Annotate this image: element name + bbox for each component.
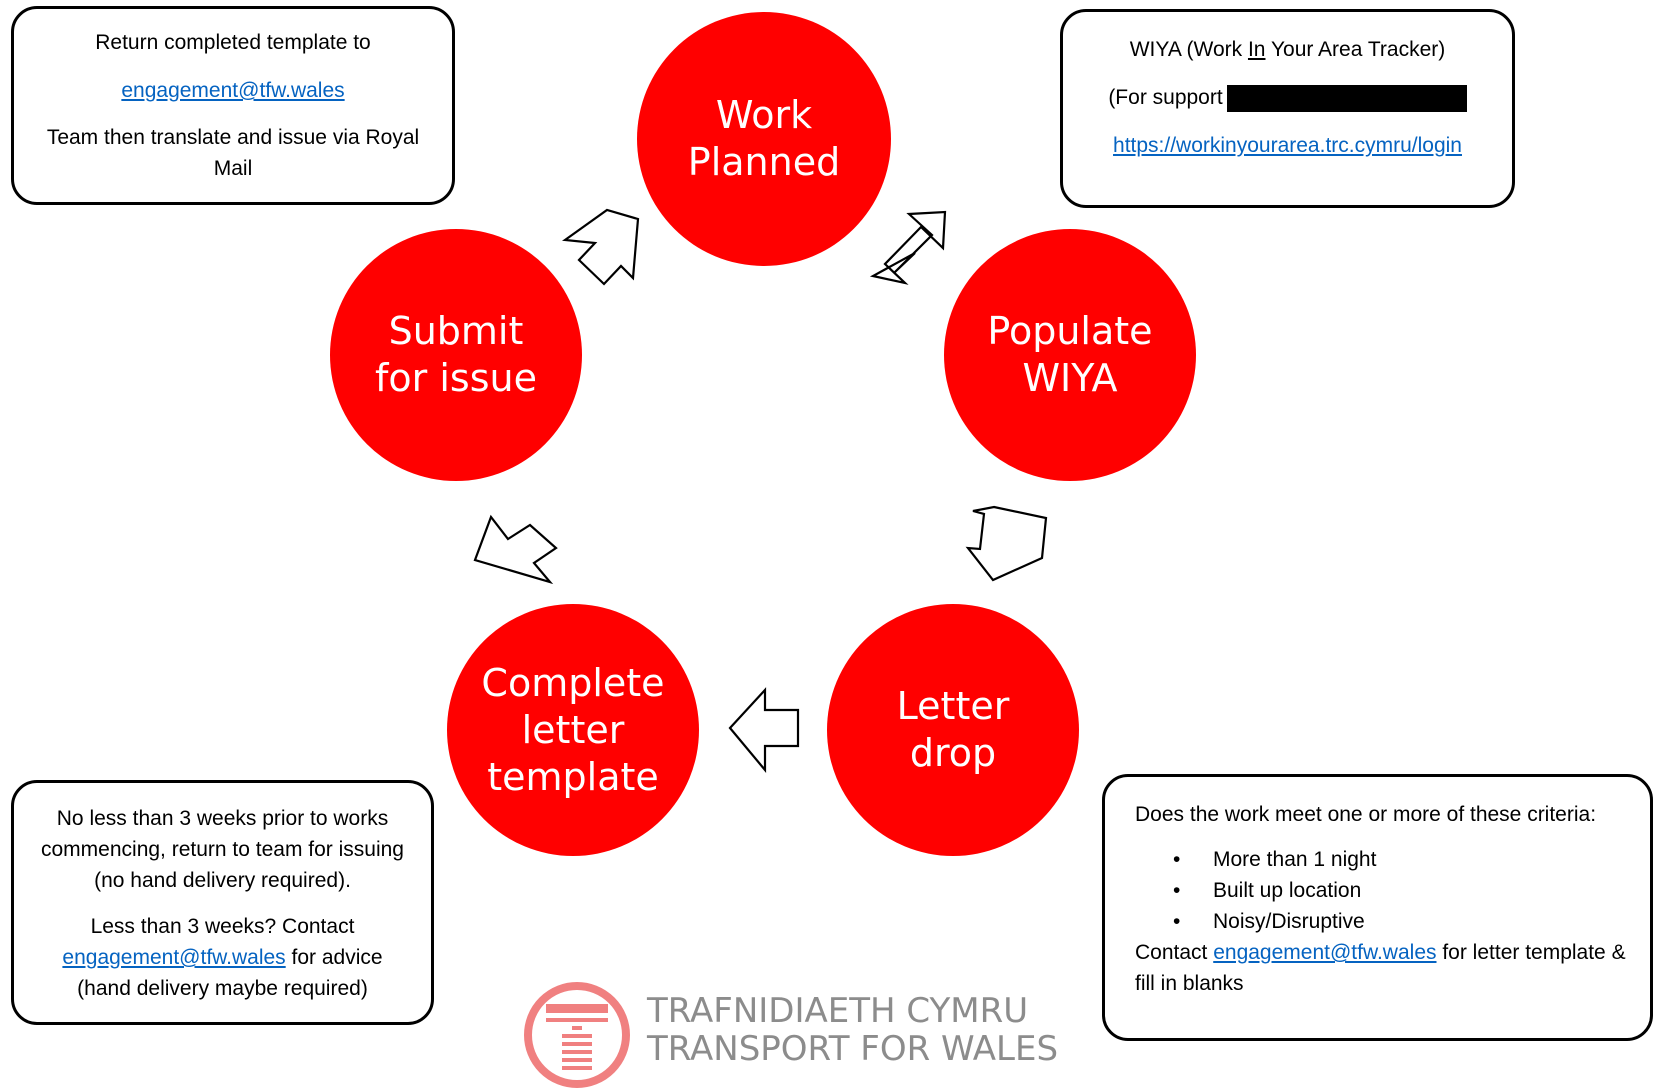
wiya-tracker-box: WIYA (Work In Your Area Tracker) (For su… (1060, 9, 1515, 208)
circle-letter-drop-line2: drop (909, 731, 997, 775)
tfw-logo-mark (524, 982, 630, 1088)
timing-para1: No less than 3 weeks prior to works comm… (41, 807, 404, 892)
return-template-email-link[interactable]: engagement@tfw.wales (121, 79, 345, 102)
criteria-item: Built up location (1135, 875, 1630, 906)
criteria-box: Does the work meet one or more of these … (1102, 774, 1653, 1041)
wiya-title-underlined: In (1247, 38, 1266, 61)
circle-work-planned-line2: Planned (687, 140, 841, 184)
circle-work-planned-line1: Work (715, 93, 813, 137)
criteria-contact: Contact engagement@tfw.wales for letter … (1135, 937, 1630, 999)
arrow-submit-to-work (561, 208, 640, 286)
circle-complete-line1: Complete (481, 660, 665, 705)
timing-email-link[interactable]: engagement@tfw.wales (62, 946, 286, 969)
circle-letter-drop: Letter drop (827, 604, 1079, 856)
wiya-support-label: (For support (1108, 86, 1223, 109)
tfw-logo-text: TRAFNIDIAETH CYMRU TRANSPORT FOR WALES (647, 992, 1058, 1068)
circle-work-planned: Work Planned (637, 12, 891, 266)
circle-populate-wiya: Populate WIYA (944, 229, 1196, 481)
timing-para2-before: Less than 3 weeks? Contact (90, 915, 355, 938)
arrow-complete-to-submit (473, 514, 558, 585)
arrow-letter-to-complete (728, 687, 800, 774)
wiya-title-after: Your Area Tracker) (1265, 38, 1446, 61)
logo-line-welsh: TRAFNIDIAETH CYMRU (647, 991, 1029, 1031)
redacted-contact (1226, 84, 1467, 112)
wiya-tracker-title: WIYA (Work In Your Area Tracker) (1083, 34, 1492, 65)
return-template-box: Return completed template to engagement@… (11, 6, 455, 205)
return-template-note: Team then translate and issue via Royal … (46, 126, 420, 180)
arrow-populate-to-letter (965, 505, 1048, 582)
circle-populate-wiya-line1: Populate (987, 309, 1153, 353)
criteria-item: More than 1 night (1135, 844, 1630, 875)
timing-para2: Less than 3 weeks? Contact engagement@tfw… (34, 911, 411, 1004)
circle-populate-wiya-line2: WIYA (1022, 356, 1118, 400)
criteria-list: More than 1 night Built up location Nois… (1135, 844, 1630, 937)
criteria-item: Noisy/Disruptive (1135, 906, 1630, 937)
wiya-title-before: WIYA (Work (1129, 38, 1248, 61)
criteria-contact-after: for letter template & fill in blanks (1135, 941, 1626, 995)
return-template-text: Return completed template to (95, 31, 371, 54)
circle-complete-letter-template: Complete letter template (447, 604, 699, 856)
wiya-support-line: (For support (1083, 82, 1492, 113)
circle-submit-line1: Submit (388, 309, 524, 353)
logo-line-english: TRANSPORT FOR WALES (647, 1029, 1059, 1069)
criteria-email-link[interactable]: engagement@tfw.wales (1213, 941, 1437, 964)
criteria-question: Does the work meet one or more of these … (1135, 803, 1597, 826)
criteria-contact-before: Contact (1135, 941, 1214, 964)
circle-letter-drop-line1: Letter (896, 684, 1010, 728)
wiya-login-link[interactable]: https://workinyourarea.trc.cymru/login (1113, 134, 1462, 157)
timing-box: No less than 3 weeks prior to works comm… (11, 780, 434, 1025)
circle-submit-line2: for issue (375, 356, 537, 400)
circle-complete-line3: template (487, 754, 659, 799)
timing-para2-after: for advice (hand delivery maybe required… (77, 946, 383, 1000)
circle-complete-line2: letter (521, 707, 625, 752)
circle-submit-for-issue: Submit for issue (330, 229, 582, 481)
arrow-work-to-populate (869, 210, 947, 285)
